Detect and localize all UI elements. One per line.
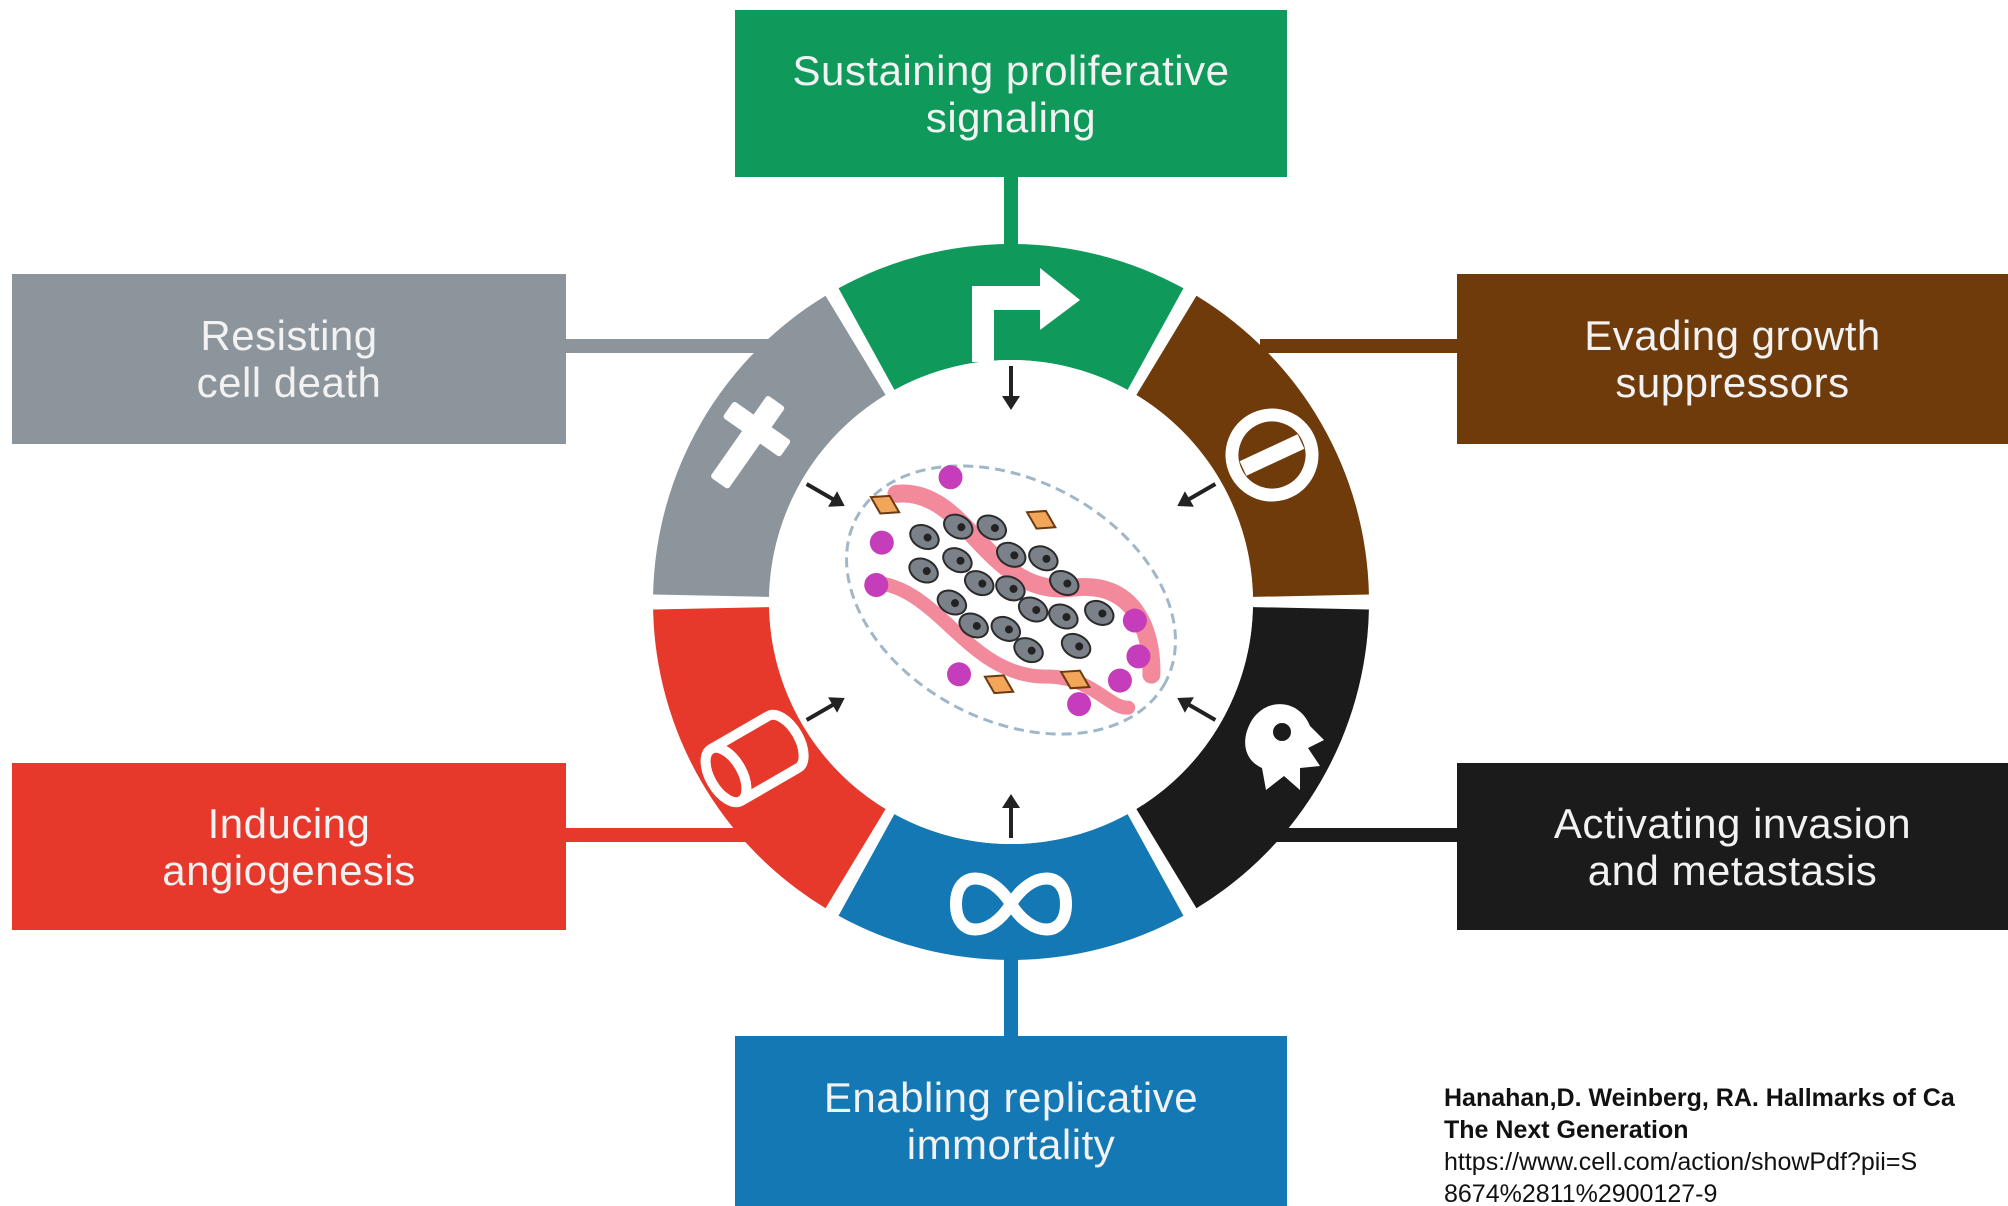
cancer-cell-nucleus: [1032, 606, 1041, 615]
cancer-cell-nucleus: [1009, 584, 1018, 593]
fibroblast-cell: [1025, 509, 1057, 530]
cancer-cell-nucleus: [957, 523, 966, 532]
cancer-cell-nucleus: [1075, 642, 1084, 651]
hallmark-sustaining-proliferative-signaling: Sustaining proliferative signaling: [735, 10, 1287, 177]
ring-segment-replicative-immortality: [838, 814, 1184, 960]
arrow-from-lower-left: [805, 697, 845, 722]
arrow-from-bottom: [1002, 794, 1020, 838]
cancer-cell-nucleus: [990, 524, 999, 533]
cancer-cell-nucleus: [956, 556, 965, 565]
cancer-cell-nucleus: [923, 533, 932, 542]
cancer-cell-nucleus: [922, 567, 931, 576]
vessel-icon: [700, 709, 809, 808]
hallmark-label-line1: Enabling replicative: [823, 1074, 1199, 1121]
hallmark-label-line2: and metastasis: [1587, 846, 1878, 894]
cancer-cell-nucleus: [1098, 609, 1107, 618]
citation-subtitle: The Next Generation: [1444, 1116, 1689, 1144]
citation-url[interactable]: https://www.cell.com/action/showPdf?pii=…: [1444, 1148, 1918, 1176]
arrow-from-top: [1002, 366, 1020, 410]
cancer-cell-nucleus: [978, 579, 987, 588]
cancer-cell-nucleus: [1004, 625, 1013, 634]
hallmark-label-line2: cell death: [196, 359, 382, 406]
blood-vessel: [864, 575, 1136, 715]
cancer-cell-nucleus: [951, 599, 960, 608]
citation-authors-title: Hanahan,D. Weinberg, RA. Hallmarks of Ca: [1444, 1084, 1955, 1112]
tumor-microenvironment-circle: [769, 360, 1253, 844]
cancer-cell-nucleus: [972, 621, 981, 630]
inward-arrows: [805, 366, 1217, 838]
hallmark-enabling-replicative-immortality: Enabling replicative immortality: [735, 1036, 1287, 1206]
arrow-from-upper-left: [805, 482, 845, 507]
hallmark-label-line2: suppressors: [1615, 359, 1850, 406]
hallmark-label-line2: angiogenesis: [162, 846, 416, 894]
arrow-from-upper-right: [1177, 482, 1217, 507]
citation-url-continued[interactable]: 8674%2811%2900127-9: [1444, 1180, 1718, 1206]
ring-segment-proliferative-signaling: [838, 243, 1184, 390]
hallmark-label-line2: signaling: [925, 93, 1097, 141]
hallmark-label-line1: Resisting: [200, 312, 378, 359]
immune-cell: [1122, 608, 1147, 633]
fibroblast-cell: [983, 674, 1015, 695]
cancer-cell-nucleus: [1062, 613, 1071, 622]
tumor-mass: [845, 464, 1177, 736]
cancer-cell-nucleus: [1010, 551, 1019, 560]
hallmark-resisting-cell-death: Resisting cell death: [12, 274, 566, 444]
immune-cell: [947, 662, 972, 687]
ring-segment-growth-suppressors: [1136, 295, 1369, 597]
citation: Hanahan,D. Weinberg, RA. Hallmarks of Ca…: [1444, 1082, 2008, 1206]
bent-arrow-icon: [972, 268, 1080, 362]
cancer-cell-nucleus: [1027, 646, 1036, 655]
tumor-boundary: [845, 464, 1177, 736]
immune-cell: [1067, 692, 1092, 717]
hallmark-label-line1: Sustaining proliferative: [792, 46, 1230, 94]
ring-segment-angiogenesis: [653, 607, 886, 909]
immune-cell: [864, 572, 889, 597]
fibroblast-cell: [1059, 669, 1092, 690]
cancer-cell-nucleus: [1063, 579, 1072, 588]
cancer-cell-nucleus: [1042, 554, 1051, 563]
immune-cell: [938, 465, 963, 490]
hallmark-label-line1: Activating invasion: [1553, 799, 1912, 847]
hallmark-label-line1: Inducing: [207, 799, 371, 847]
hallmark-inducing-angiogenesis: Inducing angiogenesis: [12, 763, 566, 930]
immune-cell: [869, 530, 894, 555]
no-entry-icon: [1225, 408, 1319, 502]
infinity-icon: [949, 872, 1073, 936]
hallmark-label-line1: Evading growth: [1584, 312, 1881, 359]
hallmark-label-line2: immortality: [906, 1121, 1116, 1168]
fibroblast-cell: [869, 494, 901, 515]
immune-cell: [1107, 668, 1132, 693]
invasive-cell-icon: [1245, 704, 1324, 790]
immune-cell: [1126, 644, 1151, 669]
hallmark-activating-invasion-and-metastasis: Activating invasion and metastasis: [1457, 763, 2008, 930]
cross-icon: [711, 396, 791, 489]
hallmark-evading-growth-suppressors: Evading growth suppressors: [1457, 274, 2008, 444]
tumor-illustration: [845, 464, 1177, 736]
arrow-from-lower-right: [1177, 697, 1217, 722]
